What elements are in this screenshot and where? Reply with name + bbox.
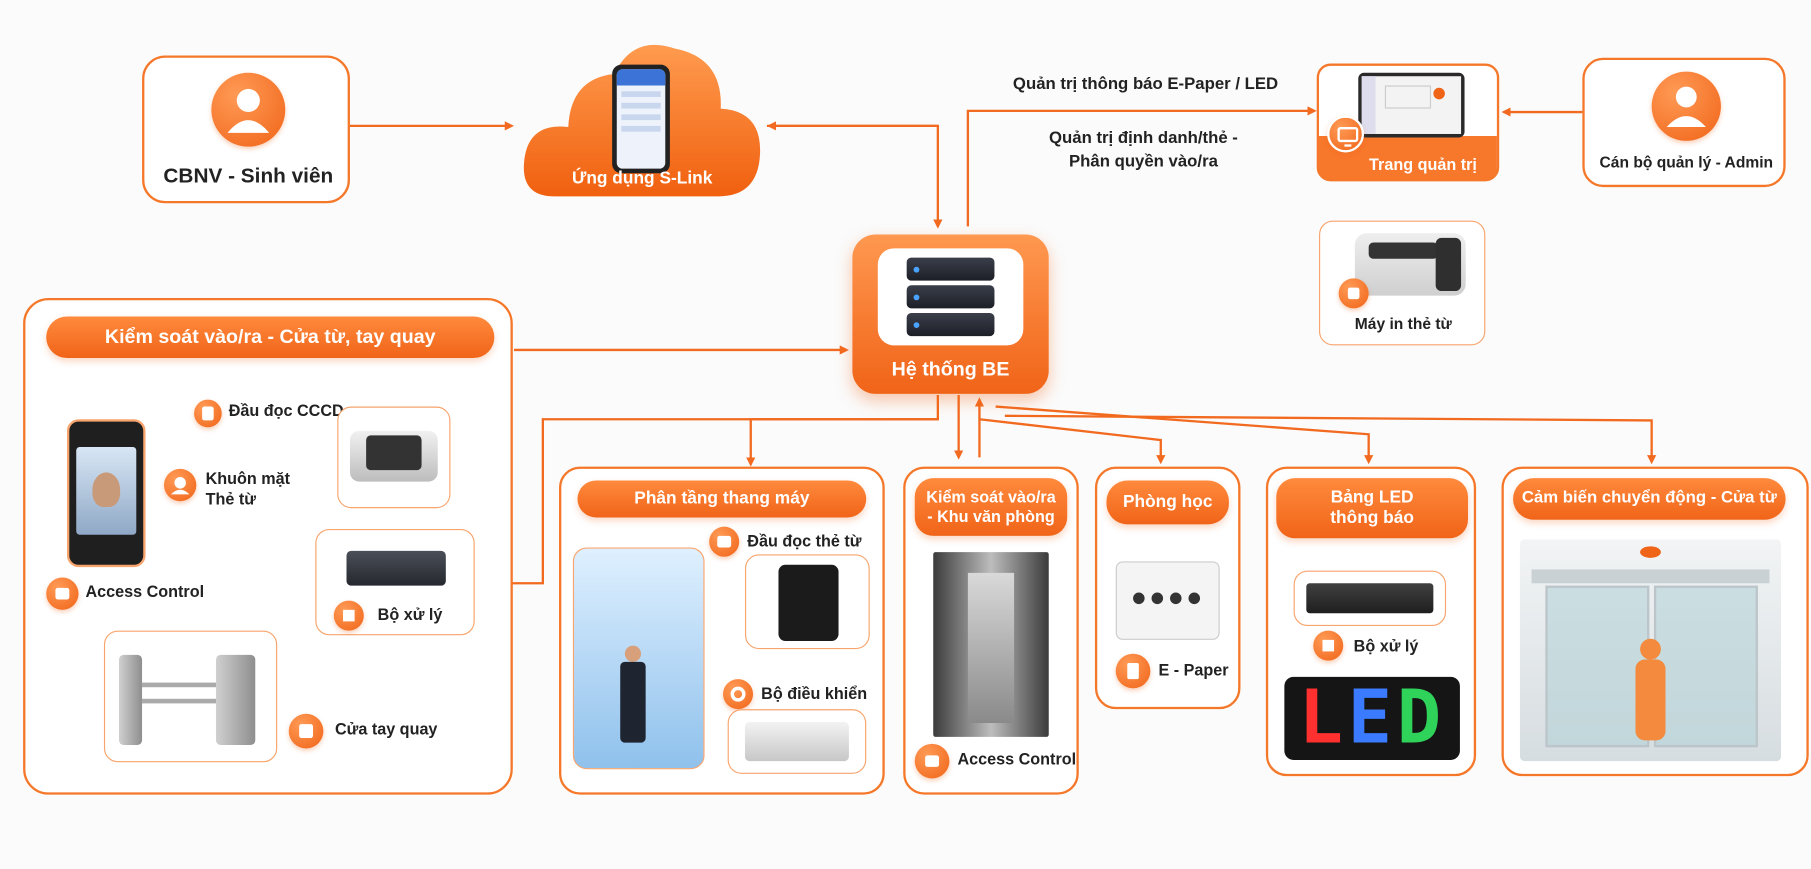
id-card-reader-icon xyxy=(194,399,222,428)
epaper-icon xyxy=(1115,653,1151,689)
elevator-reader-device[interactable] xyxy=(744,554,870,650)
arrow-be-processor xyxy=(470,395,940,588)
face-card-labels: Khuôn mặt Thẻ từ xyxy=(206,469,290,509)
admin-page-label: Trang quản trị xyxy=(1369,154,1477,174)
elevator-title: Phân tầng thang máy xyxy=(577,480,867,518)
card-reader-icon xyxy=(709,526,740,557)
arrow-be-sensor xyxy=(1004,414,1657,465)
sensor-title: Cảm biến chuyển động - Cửa từ xyxy=(1513,478,1786,520)
printer-label: Máy in thẻ từ xyxy=(1354,315,1452,333)
led-display: LED xyxy=(1284,675,1460,762)
monitor-icon xyxy=(1327,115,1365,153)
epaper-label: E - Paper xyxy=(1158,660,1229,680)
flow-epaper-label: Quản trị thông báo E-Paper / LED xyxy=(1012,75,1279,94)
epaper-device xyxy=(1115,561,1220,640)
flow-permission: Phân quyền vào/ra xyxy=(1068,151,1218,171)
printer-icon xyxy=(1354,233,1466,296)
access-control-icon xyxy=(46,577,79,610)
led-title: Bảng LED thông báo xyxy=(1276,478,1469,539)
led-title-line1: Bảng LED xyxy=(1330,487,1414,508)
led-title-line2: thông báo xyxy=(1330,508,1414,528)
card-label: Thẻ từ xyxy=(205,489,256,508)
elevator-reader-label: Đầu đọc thẻ từ xyxy=(747,531,862,550)
office-title-line2: - Khu văn phòng xyxy=(927,507,1055,526)
led-chip-icon xyxy=(1313,630,1344,661)
elevator-controller-label: Bộ điều khiển xyxy=(761,683,868,703)
turnstile-icon xyxy=(288,713,324,749)
arrow-be-elevator xyxy=(746,418,938,467)
be-system[interactable]: Hệ thống BE xyxy=(852,234,1049,394)
face-icon xyxy=(164,468,197,502)
arrow-be-admin xyxy=(966,106,1317,227)
student-card[interactable]: CBNV - Sinh viên xyxy=(142,55,350,204)
flow-identity: Quản trị định danh/thẻ - xyxy=(1049,129,1238,148)
face-label: Khuôn mặt xyxy=(205,468,291,488)
turnstile-device[interactable] xyxy=(103,630,278,763)
admin-user-label: Cán bộ quản lý - Admin xyxy=(1599,153,1774,171)
cccd-device[interactable] xyxy=(337,406,451,509)
arrow-down-right xyxy=(979,418,1166,465)
office-access-icon xyxy=(914,743,950,779)
gear-icon xyxy=(723,679,754,710)
gate-processor-label: Bộ xử lý xyxy=(377,605,443,624)
face-terminal[interactable] xyxy=(66,419,146,568)
led-display-text: LED xyxy=(1298,675,1446,762)
card-printer[interactable]: Máy in thẻ từ xyxy=(1319,220,1486,346)
app-label: Ứng dụng S-Link xyxy=(571,168,713,189)
gate-access-label: Access Control xyxy=(85,582,205,601)
office-access-label: Access Control xyxy=(957,749,1077,769)
app-cloud[interactable]: Ứng dụng S-Link xyxy=(520,35,765,206)
phone-icon xyxy=(612,64,670,174)
laptop-icon xyxy=(1358,72,1465,138)
arrow-be-led xyxy=(995,405,1374,465)
office-title-line1: Kiểm soát vào/ra xyxy=(926,487,1056,507)
office-door-photo xyxy=(933,552,1049,737)
classroom-title: Phòng học xyxy=(1106,480,1229,525)
chip-icon xyxy=(333,600,364,631)
user-icon xyxy=(211,72,286,147)
sliding-door-photo xyxy=(1519,539,1782,762)
led-controller-device[interactable] xyxy=(1293,570,1447,627)
printer-small-icon xyxy=(1338,278,1369,309)
cccd-label: Đầu đọc CCCD xyxy=(228,400,344,420)
be-label: Hệ thống BE xyxy=(891,358,1010,380)
server-icon xyxy=(877,248,1024,346)
flow-identity-label: Quản trị định danh/thẻ - Phân quyền vào/… xyxy=(1022,128,1265,173)
turnstile-label: Cửa tay quay xyxy=(334,719,438,739)
led-processor-label: Bộ xử lý xyxy=(1353,636,1419,655)
admin-user-icon xyxy=(1651,71,1721,141)
arrow-app-be xyxy=(766,124,943,229)
office-title: Kiểm soát vào/ra - Khu văn phòng xyxy=(914,478,1068,536)
elevator-controller-device[interactable] xyxy=(727,709,867,774)
gate-group-title: Kiểm soát vào/ra - Cửa từ, tay quay xyxy=(46,316,495,359)
elevator-cabin[interactable] xyxy=(572,547,705,770)
admin-user-card[interactable]: Cán bộ quản lý - Admin xyxy=(1582,57,1786,188)
student-label: CBNV - Sinh viên xyxy=(163,164,334,188)
